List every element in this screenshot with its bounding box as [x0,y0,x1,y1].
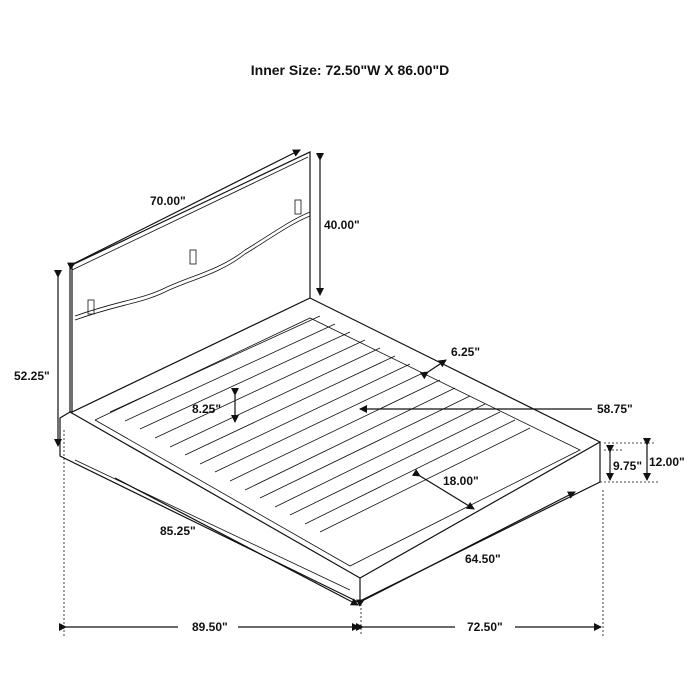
headboard [69,151,311,413]
dim-rail-height-inner: 9.75" [613,459,642,473]
dim-headboard-height: 40.00" [324,218,360,232]
bed-frame [59,297,602,603]
dim-foot-length: 64.50" [465,552,501,566]
dim-footboard-inset: 18.00" [443,474,479,488]
dim-overall-height: 52.25" [14,369,50,383]
dim-overall-width: 72.50" [467,620,503,634]
dim-headboard-width: 70.00" [150,194,186,208]
dim-rail-height-outer: 12.00" [649,455,685,469]
slats [109,315,531,533]
dim-inner-width: 58.75" [597,402,633,416]
dim-side-length: 85.25" [160,524,196,538]
diagram-title: Inner Size: 72.50"W X 86.00"D [250,62,450,78]
dim-slat-clearance: 8.25" [192,402,221,416]
dim-rail-width: 6.25" [451,345,480,359]
dim-overall-depth: 89.50" [192,620,228,634]
